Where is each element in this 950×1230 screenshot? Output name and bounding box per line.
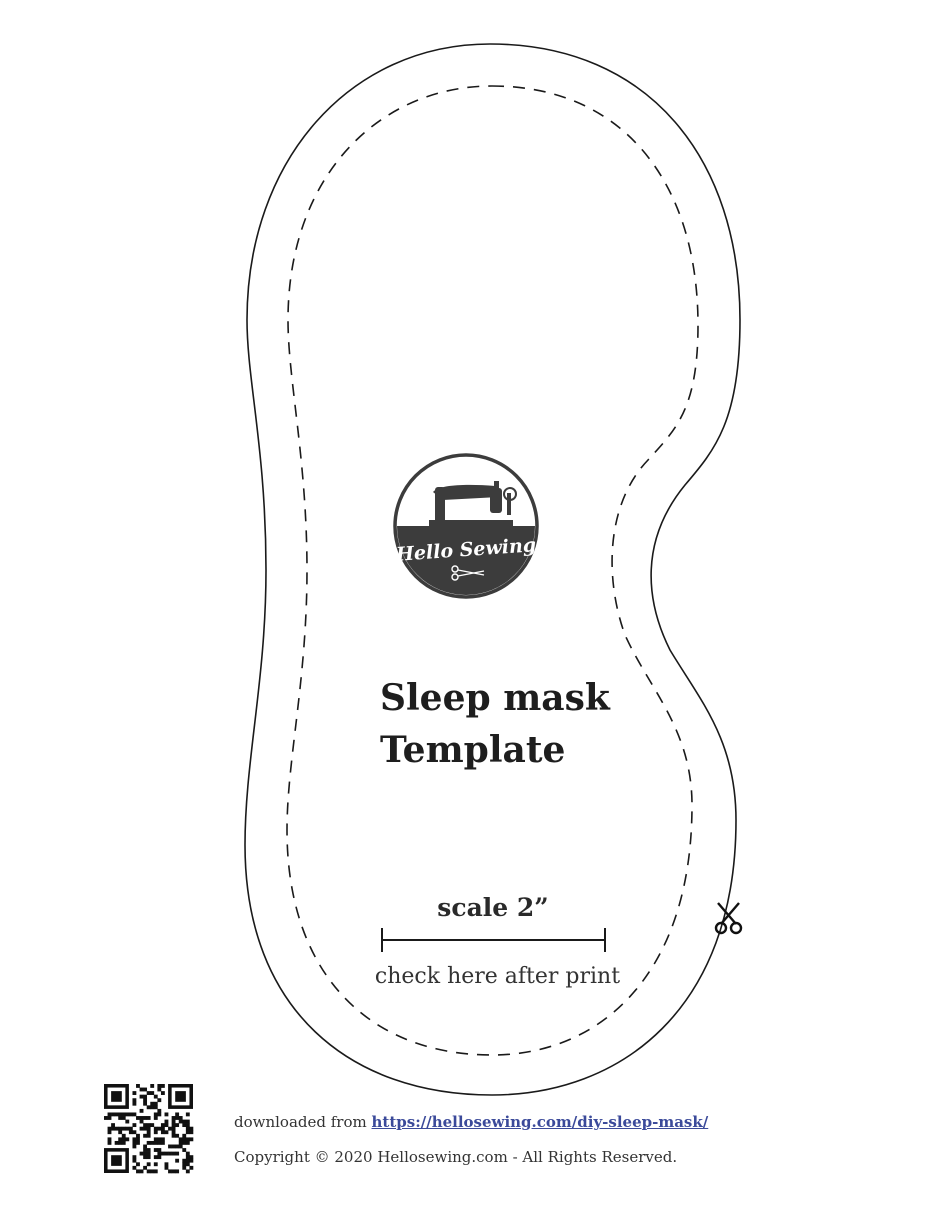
mask-seam-dashed-line xyxy=(286,85,699,1056)
download-source-line: downloaded from https://hellosewing.com/… xyxy=(234,1113,708,1131)
qr-code xyxy=(104,1084,194,1174)
hello-sewing-logo: Hello Sewing xyxy=(393,453,539,599)
copyright-text: Copyright © 2020 Hellosewing.com - All R… xyxy=(234,1148,678,1166)
scale-label: scale 2” xyxy=(437,893,549,922)
scale-note: check here after print xyxy=(374,964,621,989)
mask-cut-outline xyxy=(244,43,741,1096)
download-link[interactable]: https://hellosewing.com/diy-sleep-mask/ xyxy=(371,1113,709,1131)
logo-scissors-icon xyxy=(451,565,485,581)
page-title-line-2: Template xyxy=(380,729,566,771)
scissors-icon xyxy=(714,902,743,935)
page-title: Sleep mask Template xyxy=(380,672,610,776)
sewing-machine-icon xyxy=(429,481,517,526)
page-title-line-1: Sleep mask xyxy=(380,677,610,719)
download-prefix: downloaded from xyxy=(234,1113,367,1131)
scale-bar xyxy=(381,928,606,952)
